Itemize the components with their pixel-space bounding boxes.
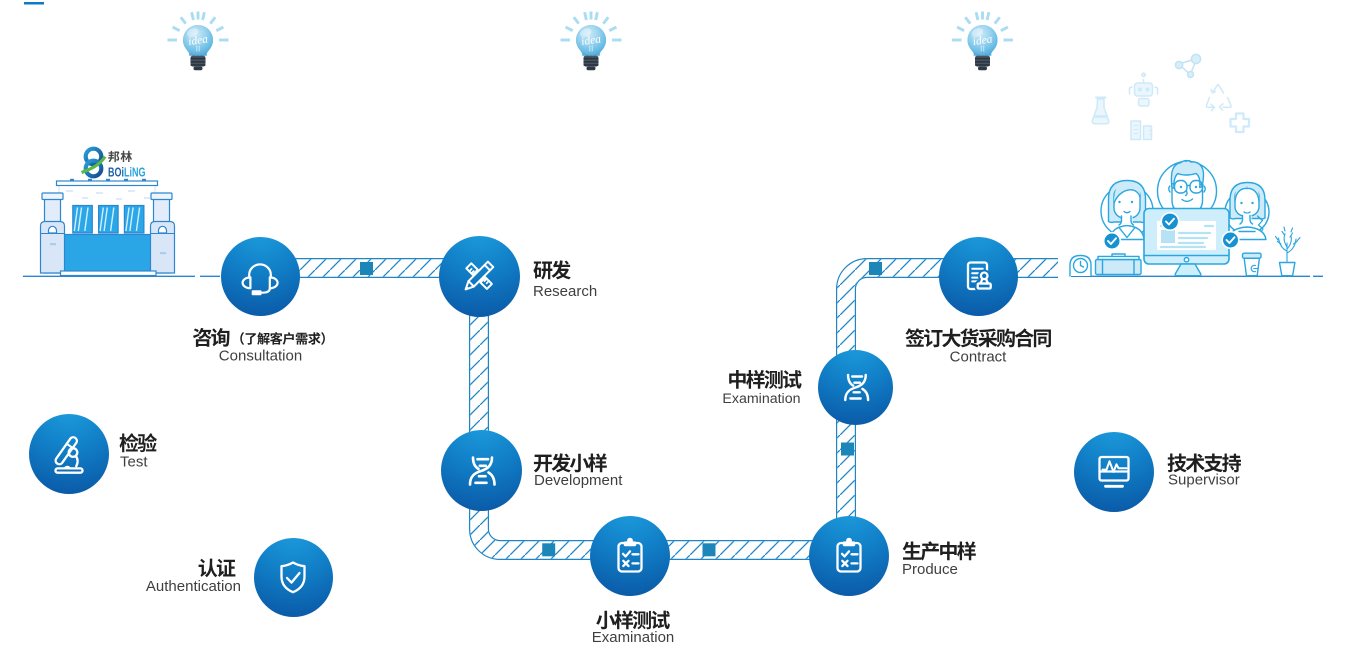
svg-text:BOiLiNG: BOiLiNG [108,165,146,180]
svg-text:Research: Research [533,283,597,300]
svg-text:Examination: Examination [592,629,675,646]
svg-text:Development: Development [534,472,623,489]
svg-text:idea: idea [972,33,994,48]
svg-text:Contract: Contract [950,349,1008,366]
svg-text:Consultation: Consultation [219,348,302,365]
svg-text:idea: idea [580,33,602,48]
svg-text:Supervisor: Supervisor [1168,472,1240,489]
svg-text:Produce: Produce [902,561,958,578]
svg-text:Authentication: Authentication [146,578,241,595]
svg-text:Test: Test [120,454,148,471]
svg-text:idea: idea [187,33,209,48]
svg-text:Examination: Examination [722,391,800,407]
